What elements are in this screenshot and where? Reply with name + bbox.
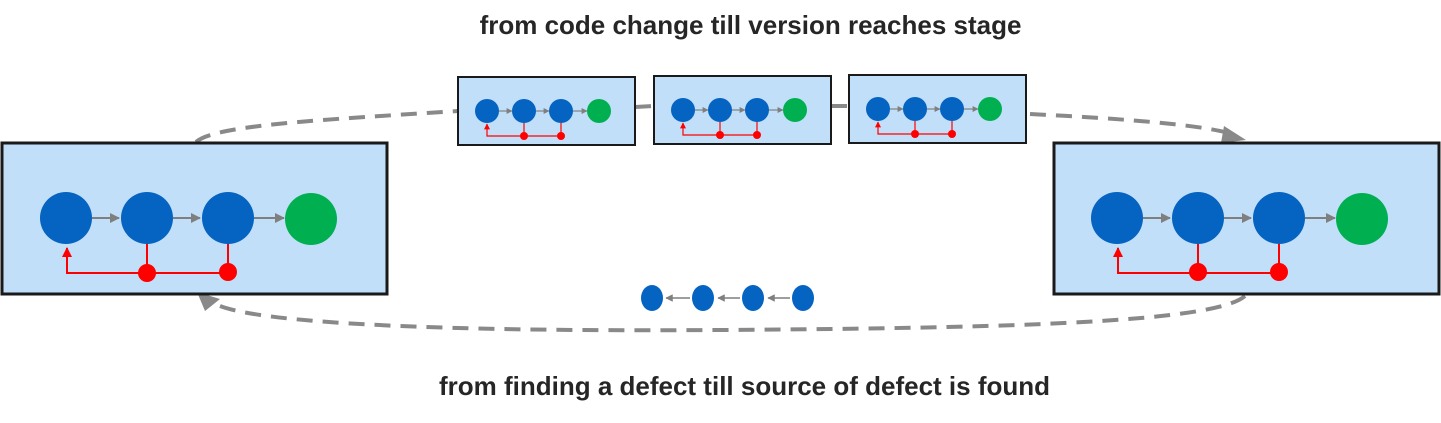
- feedback-point: [138, 264, 156, 282]
- defect-trace-chain: [641, 285, 814, 311]
- stage-node: [1336, 193, 1388, 245]
- trace-node: [692, 285, 714, 311]
- pipeline-panel-left: [0, 141, 389, 296]
- stage-node: [285, 193, 337, 245]
- bottom-caption: from finding a defect till source of def…: [438, 371, 1051, 401]
- pipeline-node: [40, 192, 92, 244]
- pipeline-node: [1253, 192, 1305, 244]
- top-loop-arc-left: [194, 109, 459, 144]
- top-loop-arc-right: [1029, 112, 1233, 136]
- top-loop-arc-middle-1: [634, 104, 654, 109]
- feedback-point: [1270, 263, 1288, 281]
- trace-node: [792, 285, 814, 311]
- bottom-loop-arc: [210, 294, 1247, 333]
- bottom-loop-arrowhead: [197, 292, 220, 311]
- pipeline-panel-mini-2: [654, 76, 831, 144]
- trace-node: [641, 285, 663, 311]
- feedback-point: [1189, 263, 1207, 281]
- top-caption: from code change till version reaches st…: [479, 10, 1022, 40]
- pipeline-node: [202, 192, 254, 244]
- loop-arcs: [194, 104, 1247, 333]
- pipeline-node: [1091, 192, 1143, 244]
- pipeline-node: [121, 192, 173, 244]
- pipeline-panel-mini-3: [849, 75, 1026, 143]
- pipeline-panel-right: [1052, 141, 1441, 296]
- pipeline-node: [1172, 192, 1224, 244]
- pipeline-panel-mini-1: [458, 77, 635, 145]
- feedback-point: [219, 263, 237, 281]
- top-loop-arrowhead: [1221, 126, 1246, 143]
- trace-node: [742, 285, 764, 311]
